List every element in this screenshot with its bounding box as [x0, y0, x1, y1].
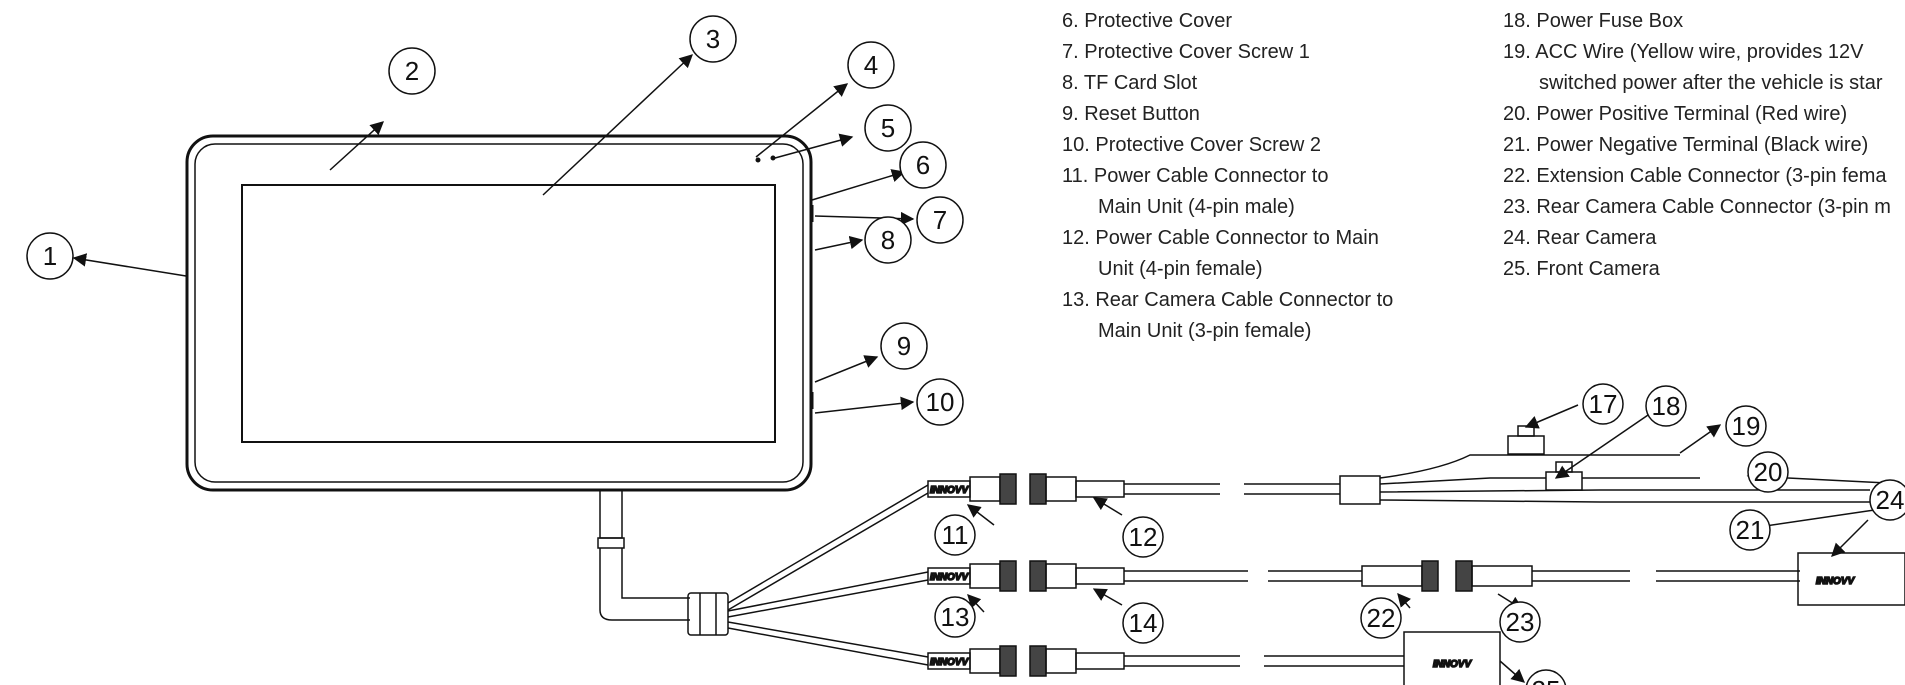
- legend-item: 13. Rear Camera Cable Connector to: [1062, 289, 1394, 311]
- legend-item: 18. Power Fuse Box: [1503, 10, 1684, 32]
- rear-camera: [1797, 552, 1905, 606]
- legend-item: 23. Rear Camera Cable Connector (3-pin m: [1503, 196, 1891, 218]
- connector-row-3: INNOVV INNOVV: [927, 631, 1501, 685]
- callout-10: 10: [926, 387, 955, 417]
- svg-text:INNOVV: INNOVV: [930, 657, 970, 668]
- legend-item: 21. Power Negative Terminal (Black wire): [1503, 134, 1869, 156]
- legend-item: 9. Reset Button: [1062, 103, 1200, 125]
- callout-4: 4: [864, 50, 878, 80]
- sensor-dot: [755, 157, 761, 163]
- callout-24: 24: [1876, 485, 1905, 515]
- callout-numbers: 1 2 3 4 5 6 7 8 9 10 11 12 13 14 17 18 1…: [43, 24, 1905, 685]
- legend-item: 12. Power Cable Connector to Main: [1062, 227, 1379, 249]
- callout-17: 17: [1589, 389, 1618, 419]
- svg-text:INNOVV: INNOVV: [1816, 576, 1856, 587]
- callout-21: 21: [1736, 515, 1765, 545]
- legend-item-continuation: Unit (4-pin female): [1098, 258, 1263, 280]
- callout-11: 11: [942, 520, 969, 550]
- connector-row-2: INNOVV INNOVV: [927, 552, 1905, 606]
- callout-9: 9: [897, 331, 911, 361]
- main-unit: [185, 134, 814, 621]
- indicator-dot: [770, 155, 776, 161]
- legend-item: 6. Protective Cover: [1062, 10, 1233, 32]
- callout-20: 20: [1754, 457, 1783, 487]
- callout-1: 1: [43, 241, 57, 271]
- svg-text:INNOVV: INNOVV: [930, 485, 970, 496]
- callout-12: 12: [1129, 522, 1158, 552]
- legend-item: 20. Power Positive Terminal (Red wire): [1503, 103, 1848, 125]
- legend-column-2: 18. Power Fuse Box 19. ACC Wire (Yellow w…: [1503, 6, 1891, 285]
- callout-19: 19: [1732, 411, 1761, 441]
- legend-item-continuation: switched power after the vehicle is star: [1539, 72, 1883, 94]
- callout-5: 5: [881, 113, 895, 143]
- callout-circles: [26, 15, 1905, 685]
- callout-22: 22: [1367, 603, 1396, 633]
- svg-text:INNOVV: INNOVV: [1433, 659, 1473, 670]
- legend-item: 8. TF Card Slot: [1062, 72, 1198, 94]
- callout-13: 13: [941, 602, 970, 632]
- legend-item-continuation: Main Unit (3-pin female): [1098, 320, 1312, 342]
- callout-6: 6: [916, 150, 930, 180]
- callout-14: 14: [1129, 608, 1158, 638]
- callout-8: 8: [881, 225, 895, 255]
- legend-item-continuation: Main Unit (4-pin male): [1098, 196, 1295, 218]
- legend-item: 7. Protective Cover Screw 1: [1062, 41, 1310, 63]
- display-screen: [241, 184, 776, 443]
- connector-row-1: INNOVV: [927, 425, 1887, 511]
- legend-item: 24. Rear Camera: [1503, 227, 1657, 249]
- front-camera: [1403, 631, 1501, 685]
- callout-23: 23: [1506, 607, 1535, 637]
- svg-text:INNOVV: INNOVV: [930, 572, 970, 583]
- callout-7: 7: [933, 205, 947, 235]
- legend-column-1: 6. Protective Cover 7. Protective Cover S…: [1062, 6, 1393, 347]
- callout-25: 25: [1532, 675, 1561, 685]
- legend-item: 19. ACC Wire (Yellow wire, provides 12V: [1503, 41, 1864, 63]
- legend-item: 22. Extension Cable Connector (3-pin fem…: [1503, 165, 1887, 187]
- callout-2: 2: [405, 56, 419, 86]
- legend-item: 25. Front Camera: [1503, 258, 1660, 280]
- callout-3: 3: [706, 24, 720, 54]
- legend-item: 11. Power Cable Connector to: [1062, 165, 1329, 187]
- callout-18: 18: [1652, 391, 1681, 421]
- legend-item: 10. Protective Cover Screw 2: [1062, 134, 1321, 156]
- y-splitter: [687, 484, 929, 666]
